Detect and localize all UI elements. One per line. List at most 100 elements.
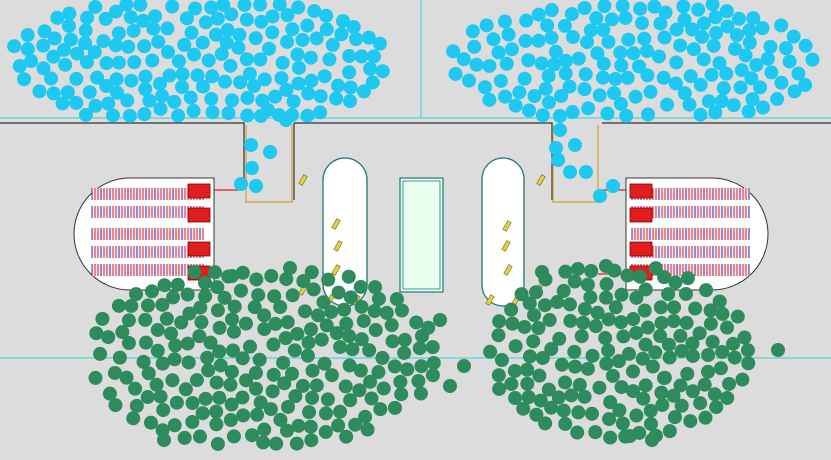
ticket-machine-icon[interactable] [629,241,653,257]
crowd-agent-icon [705,0,720,12]
crowd-agent-icon [96,34,111,49]
crowd-agent-icon [235,390,250,405]
crowd-agent-icon [529,285,544,300]
crowd-agent-icon [209,404,224,419]
crowd-agent-icon [257,422,272,437]
crowd-agent-icon [658,5,673,20]
crowd-agent-icon [456,52,471,67]
ticket-machine-icon[interactable] [187,241,211,257]
crowd-agent-icon [354,299,369,314]
crowd-agent-icon [492,314,507,329]
crowd-agent-icon [596,56,611,71]
crowd-agent-icon [233,75,248,90]
crowd-top-right [446,0,820,203]
crowd-agent-icon [577,302,592,317]
crowd-agent-icon [688,301,703,316]
crowd-agent-icon [224,7,239,22]
crowd-agent-icon [741,104,756,119]
crowd-agent-icon [763,39,778,54]
crowd-agent-icon [623,429,637,443]
crowd-agent-icon [556,403,571,418]
crowd-agent-icon [469,57,484,72]
crowd-agent-icon [137,107,152,122]
crowd-agent-icon [248,365,263,380]
crowd-agent-icon [541,68,556,83]
crowd-agent-icon [411,373,426,388]
crowd-agent-icon [220,23,235,38]
crowd-agent-icon [12,59,27,74]
crowd-agent-icon [544,3,559,18]
crowd-agent-icon [673,328,688,343]
crowd-agent-icon [185,414,200,429]
crowd-agent-icon [636,391,651,406]
crowd-agent-icon [287,343,302,358]
crowd-agent-icon [32,84,47,99]
crowd-agent-icon [309,31,324,46]
crowd-agent-icon [409,315,424,330]
crowd-agent-icon [192,329,207,344]
crowd-agent-icon [88,0,103,14]
crowd-agent-icon [175,80,190,95]
crowd-agent-icon [217,74,232,89]
crowd-agent-icon [140,390,155,405]
crowd-agent-icon [556,283,571,298]
crowd-agent-icon [90,70,105,85]
crowd-agent-icon [188,1,203,16]
crowd-agent-icon [384,318,399,333]
crowd-agent-icon [234,177,248,191]
crowd-agent-icon [252,352,267,367]
crowd-agent-icon [183,90,198,105]
crowd-agent-icon [746,11,761,26]
center-panel[interactable] [399,177,444,293]
crowd-agent-icon [699,283,714,298]
crowd-agent-icon [253,0,268,12]
crowd-agent-icon [615,416,630,431]
gate-left[interactable] [245,125,293,203]
ticket-machine-icon[interactable] [629,183,653,199]
machine-bank-right[interactable] [598,177,769,291]
crowd-agent-icon [508,391,523,406]
crowd-agent-icon [387,359,402,374]
crowd-agent-icon [198,275,213,290]
crowd-agent-icon [552,108,567,123]
crowd-agent-icon [61,18,76,33]
platform-pod-right[interactable] [481,157,525,307]
crowd-agent-icon [245,428,260,443]
ticket-machine-icon[interactable] [629,207,653,223]
crowd-agent-icon [654,385,669,400]
crowd-agent-icon [393,374,408,389]
crowd-agent-icon [791,66,806,81]
crowd-agent-icon [275,55,290,70]
crowd-agent-icon [107,365,122,380]
crowd-agent-icon [376,381,391,396]
crowd-agent-icon [508,339,523,354]
crowd-agent-icon [95,311,110,326]
crowd-agent-icon [520,362,535,377]
crowd-agent-icon [701,348,716,363]
crowd-agent-icon [179,11,194,26]
crowd-agent-icon [313,89,328,104]
crowd-agent-icon [342,48,357,63]
crowd-agent-icon [598,331,613,346]
crowd-agent-icon [720,320,735,335]
crowd-agent-icon [683,69,698,84]
crowd-agent-icon [583,23,598,38]
crowd-agent-icon [57,42,72,57]
crowd-agent-icon [150,322,165,337]
ticket-machine-icon[interactable] [187,183,211,199]
crowd-agent-icon [320,392,335,407]
crowd-agent-icon [253,395,268,410]
crowd-agent-icon [189,373,204,388]
crowd-agent-icon [210,280,225,295]
ticket-machine-icon[interactable] [187,207,211,223]
crowd-agent-icon [685,348,700,363]
crowd-agent-icon [265,25,280,40]
crowd-agent-icon [603,430,618,445]
crowd-agent-icon [343,80,358,95]
crowd-agent-icon [735,372,750,387]
crowd-agent-icon [375,350,390,365]
crowd-agent-icon [291,76,306,91]
crowd-agent-icon [361,30,376,45]
crowd-agent-icon [171,54,186,69]
